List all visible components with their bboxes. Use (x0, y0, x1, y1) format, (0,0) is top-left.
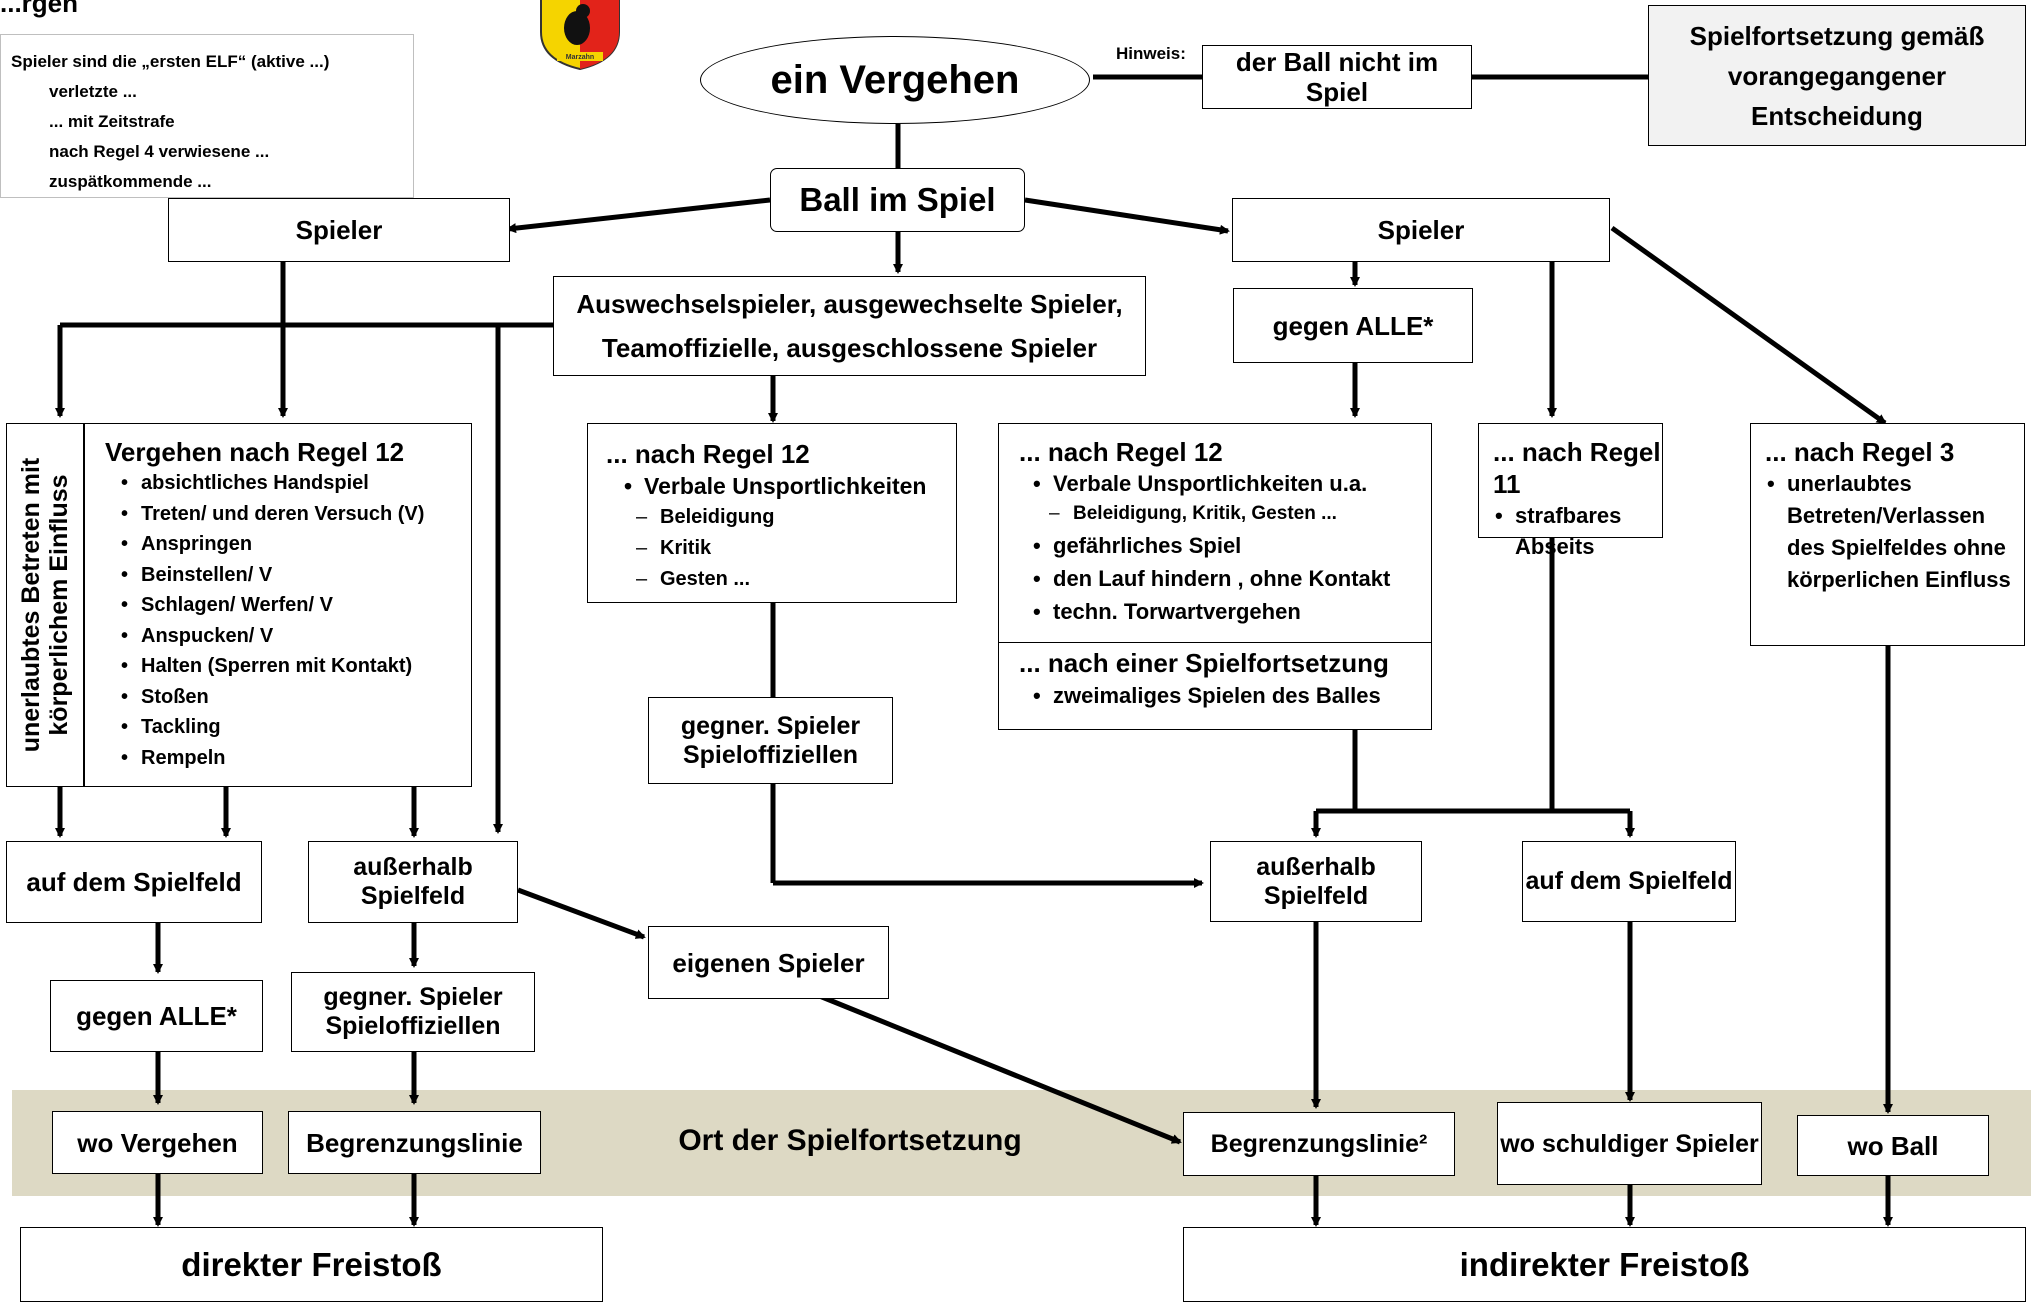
list-item: Rempeln (119, 743, 471, 774)
list-item: Treten/ und deren Versuch (V) (119, 499, 471, 530)
list-item: gefährliches Spiel (1031, 529, 1431, 562)
ball-not-in-play-box: der Ball nicht im Spiel (1202, 45, 1472, 109)
outside-field-box-right: außerhalb Spielfeld (1210, 841, 1422, 922)
list-item: Anspucken/ V (119, 621, 471, 652)
offences-rule12-title: Vergehen nach Regel 12 (105, 437, 405, 467)
note-line: ... mit Zeitstrafe (49, 112, 175, 131)
list-item: Beleidigung, Kritik, Gesten ... (1049, 499, 1431, 529)
boundary-line-box-left: Begrenzungslinie (288, 1111, 541, 1174)
substitutes-officials-box: Auswechselspieler, ausgewechselte Spiele… (553, 276, 1146, 376)
list-item: Tackling (119, 712, 471, 743)
opponent-officials-box-left: gegner. Spieler Spieloffiziellen (291, 972, 535, 1052)
list-item: absichtliches Handspiel (119, 468, 471, 499)
hint-label: Hinweis: (1116, 44, 1186, 63)
list-item: unerlaubtes Betreten/Verlassen des Spiel… (1765, 468, 2024, 596)
list-item: techn. Torwartvergehen (1031, 595, 1431, 628)
title-ellipse: ein Vergehen (700, 36, 1090, 124)
list-item: Stoßen (119, 682, 471, 713)
offside-title: ... nach Regel 11 (1493, 437, 1661, 499)
list-item: Anspringen (119, 529, 471, 560)
player-definition-note: Spieler sind die „ersten ELF“ (aktive ..… (0, 34, 414, 198)
boundary-line-box-right: Begrenzungslinie² (1183, 1112, 1455, 1176)
cut-off-heading: ...rgeh (0, 0, 79, 18)
note-line: nach Regel 4 verwiesene ... (49, 142, 270, 161)
where-guilty-player-box: wo schuldiger Spieler (1497, 1102, 1762, 1185)
verbal-rule12-title: ... nach Regel 12 (606, 439, 810, 469)
restart-title: ... nach einer Spielfortsetzung (1019, 648, 1389, 678)
on-field-box-left: auf dem Spielfeld (6, 841, 262, 923)
previous-decision-box: Spielfortsetzung gemäß vorangegangener E… (1648, 5, 2026, 146)
list-item: strafbares Abseits (1493, 500, 1662, 562)
offside-rule11-box: ... nach Regel 11 strafbares Abseits (1478, 423, 1663, 559)
list-item: Kritik (636, 533, 956, 564)
own-player-box: eigenen Spieler (648, 926, 889, 999)
note-line: verletzte ... (49, 82, 137, 101)
club-crest-logo: Marzahn (540, 0, 620, 70)
player-box-right: Spieler (1232, 198, 1610, 262)
offences-rule12-box: Vergehen nach Regel 12 absichtliches Han… (84, 423, 472, 787)
band-label: Ort der Spielfortsetzung (678, 1124, 1022, 1157)
list-item: Beleidigung (636, 502, 956, 533)
note-line: Spieler sind die „ersten ELF“ (aktive ..… (11, 52, 330, 71)
rule12-restart-box: ... nach Regel 12 Verbale Unsportlichkei… (998, 423, 1432, 730)
where-ball-box: wo Ball (1797, 1115, 1989, 1176)
direct-free-kick-box: direkter Freistoß (20, 1227, 603, 1302)
list-item: den Lauf hindern , ohne Kontakt (1031, 562, 1431, 595)
rule3-box: ... nach Regel 3 unerlaubtes Betreten/Ve… (1750, 423, 2025, 646)
unauthorized-entry-label: unerlaubtes Betreten mit körperlichem Ei… (17, 457, 73, 753)
svg-text:Marzahn: Marzahn (566, 54, 594, 61)
list-item: zweimaliges Spielen des Balles (1031, 679, 1431, 713)
outside-field-box-left: außerhalb Spielfeld (308, 841, 518, 923)
list-item: Schlagen/ Werfen/ V (119, 590, 471, 621)
list-item: Verbale Unsportlichkeiten (622, 470, 956, 502)
rule3-title: ... nach Regel 3 (1765, 437, 1955, 467)
rule12-right-title: ... nach Regel 12 (1019, 437, 1223, 467)
on-field-box-right: auf dem Spielfeld (1522, 841, 1736, 922)
against-all-box-left: gegen ALLE* (50, 980, 263, 1052)
indirect-free-kick-box: indirekter Freistoß (1183, 1227, 2026, 1302)
opponent-officials-box-middle: gegner. Spieler Spieloffiziellen (648, 697, 893, 784)
list-item: Beinstellen/ V (119, 560, 471, 591)
player-box-left: Spieler (168, 198, 510, 262)
list-item: Halten (Sperren mit Kontakt) (119, 651, 471, 682)
unauthorized-entry-physical-box: unerlaubtes Betreten mit körperlichem Ei… (6, 423, 84, 787)
list-item: Verbale Unsportlichkeiten u.a. (1031, 468, 1431, 499)
against-all-box-right: gegen ALLE* (1233, 288, 1473, 363)
list-item: Gesten ... (636, 564, 956, 595)
restart-section: ... nach einer Spielfortsetzung zweimali… (999, 642, 1431, 713)
where-offence-box: wo Vergehen (52, 1111, 263, 1174)
note-line: zuspätkommende ... (49, 172, 212, 191)
verbal-rule12-box: ... nach Regel 12 Verbale Unsportlichkei… (587, 423, 957, 603)
ball-in-play-box: Ball im Spiel (770, 168, 1025, 232)
